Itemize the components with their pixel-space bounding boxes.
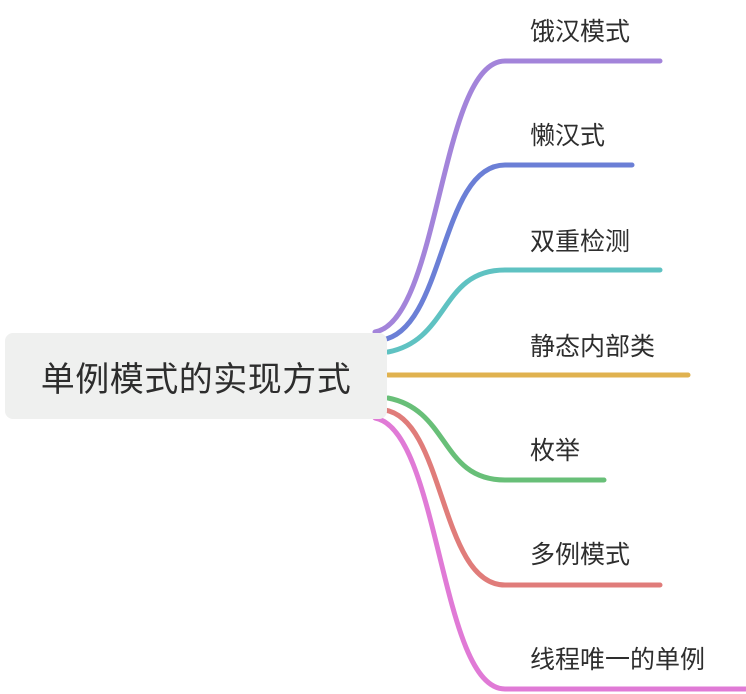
branch-connector-1 bbox=[372, 58, 663, 335]
branch-topic-5[interactable]: 枚举 bbox=[530, 436, 581, 465]
branch-topic-1[interactable]: 饿汉模式 bbox=[530, 17, 631, 46]
branch-topic-2[interactable]: 懒汉式 bbox=[530, 121, 606, 150]
branch-connector-7 bbox=[372, 415, 746, 692]
root-topic[interactable]: 单例模式的实现方式 bbox=[5, 333, 387, 419]
branch-topic-3[interactable]: 双重检测 bbox=[530, 227, 631, 256]
branch-topic-7[interactable]: 线程唯一的单例 bbox=[530, 645, 706, 674]
branch-topic-4[interactable]: 静态内部类 bbox=[530, 332, 656, 361]
branch-connector-6 bbox=[382, 407, 663, 588]
root-topic-label: 单例模式的实现方式 bbox=[40, 359, 352, 400]
branch-topic-6[interactable]: 多例模式 bbox=[530, 540, 631, 569]
branch-connector-3 bbox=[385, 267, 663, 355]
branch-connector-2 bbox=[379, 162, 635, 343]
branch-connector-5 bbox=[385, 395, 607, 483]
